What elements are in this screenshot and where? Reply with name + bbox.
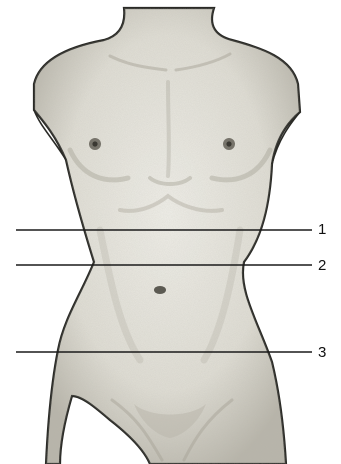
right-nipple-icon [223,138,235,150]
line-label-2: 2 [318,258,326,273]
navel-icon [154,286,166,294]
line-label-1: 1 [318,222,326,237]
line-label-3: 3 [318,345,326,360]
skin-texture [34,8,300,464]
left-nipple-icon [89,138,101,150]
